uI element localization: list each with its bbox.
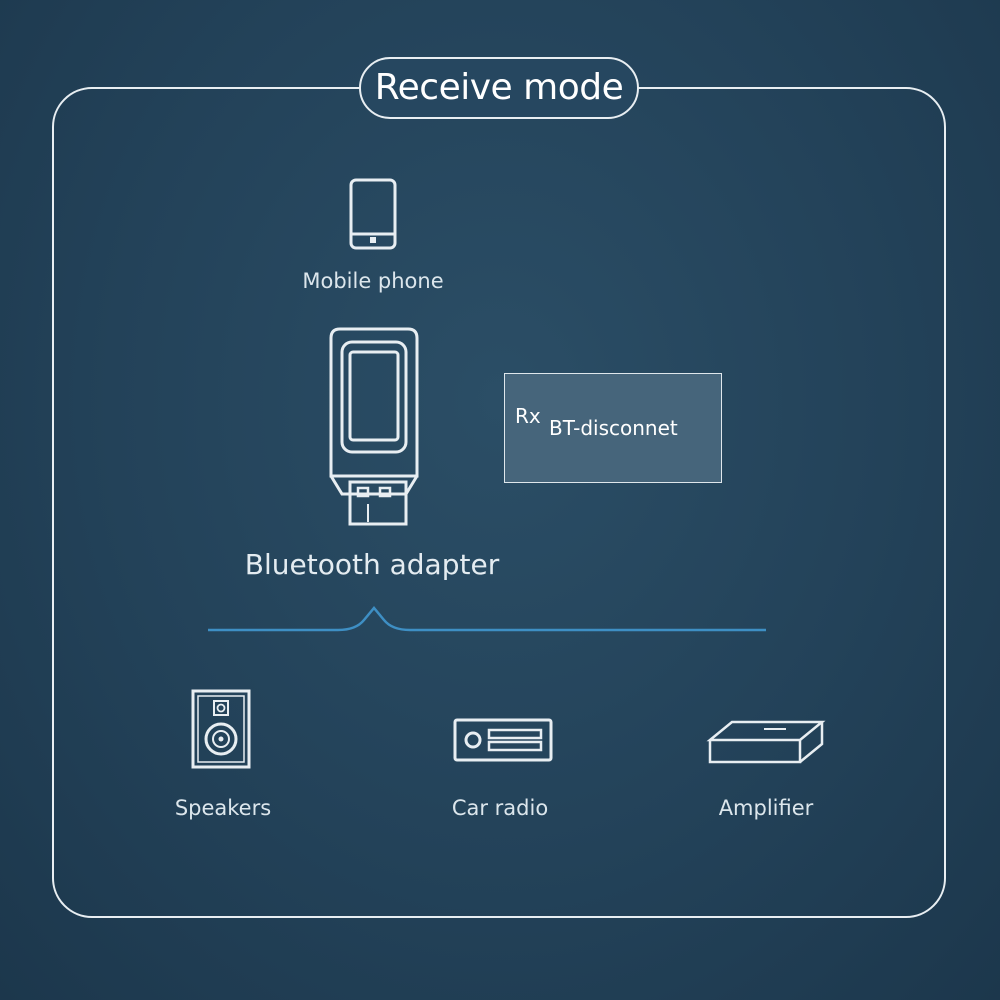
amplifier-label: Amplifier [718,796,814,820]
mobile-phone-icon [349,178,397,250]
adapter-label: Bluetooth adapter [244,548,500,581]
car-radio-label: Car radio [451,796,549,820]
amplifier-icon [706,720,826,764]
display-mode-text: Rx [515,404,541,428]
car-radio-icon [453,718,553,762]
mobile-phone-label: Mobile phone [302,269,444,293]
speaker-icon [191,689,251,769]
usb-bluetooth-adapter-icon [329,327,419,526]
speakers-label: Speakers [174,796,272,820]
adapter-display: Rx BT-disconnet [504,373,722,483]
display-status-text: BT-disconnet [549,416,678,440]
page-title: Receive mode [359,57,639,119]
content-frame [52,87,946,918]
